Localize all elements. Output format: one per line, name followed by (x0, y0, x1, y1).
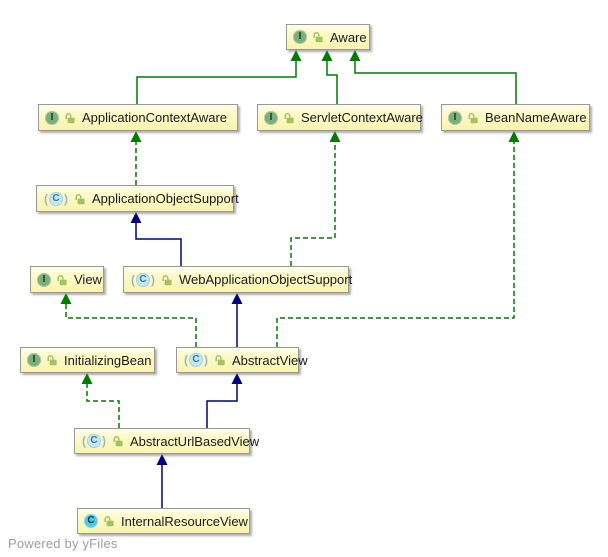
node-web-application-object-support[interactable]: (C) WebApplicationObjectSupport (123, 266, 353, 293)
open-lock-icon (57, 274, 67, 285)
arrowhead-aware (349, 50, 361, 61)
node-abstract-url-based-view[interactable]: (C) AbstractUrlBasedView (74, 428, 259, 454)
node-label: AbstractUrlBasedView (130, 433, 260, 449)
node-label: ApplicationContextAware (82, 110, 228, 125)
interface-icon: I (293, 30, 307, 44)
edge-web-application-object-support-to-application-object-support[interactable] (135, 222, 182, 266)
arrowhead-view (60, 293, 72, 304)
interface-icon: I (45, 110, 59, 125)
arrowhead-bean-name-aware (508, 131, 520, 142)
abstract-class-letter: C (87, 434, 101, 448)
arrowhead-aware (290, 50, 302, 61)
node-label: Aware (330, 29, 367, 45)
abstract-class-icon: (C) (81, 434, 107, 448)
arrowhead-application-object-support (130, 212, 142, 223)
arrowhead-web-application-object-support (231, 293, 243, 304)
abstract-class-letter: C (49, 191, 63, 206)
node-label: InitializingBean (64, 352, 152, 368)
paren-close: ) (151, 272, 155, 287)
abstract-class-icon: (C) (183, 353, 209, 367)
node-aware[interactable]: I Aware (286, 24, 370, 50)
abstract-class-icon: (C) (130, 272, 156, 287)
edge-abstract-url-based-view-to-abstract-view[interactable] (206, 383, 238, 428)
arrowhead-abstract-view (231, 373, 243, 384)
open-lock-icon (104, 516, 114, 527)
open-lock-icon (215, 355, 225, 366)
arrowhead-abstract-url-based-view (156, 454, 168, 465)
node-servlet-context-aware[interactable]: I ServletContextAware (257, 104, 423, 131)
node-label: BeanNameAware (485, 110, 587, 125)
paren-close: ) (102, 434, 106, 448)
node-bean-name-aware[interactable]: I BeanNameAware (441, 104, 590, 131)
edge-web-application-object-support-to-servlet-context-aware[interactable] (290, 141, 336, 266)
interface-icon: I (264, 110, 278, 125)
open-lock-icon (47, 355, 57, 366)
edge-abstract-view-to-bean-name-aware[interactable] (276, 141, 515, 347)
open-lock-icon (75, 193, 85, 204)
class-icon: C (84, 514, 98, 528)
node-application-context-aware[interactable]: I ApplicationContextAware (38, 104, 238, 131)
interface-icon: I (27, 353, 41, 367)
node-label: WebApplicationObjectSupport (179, 272, 353, 287)
edge-abstract-view-to-view[interactable] (65, 303, 197, 347)
edge-abstract-url-based-view-to-initializing-bean[interactable] (86, 383, 120, 428)
node-label: InternalResourceView (121, 513, 248, 529)
paren-open: ( (82, 434, 86, 448)
abstract-class-letter: C (136, 272, 150, 287)
edge-servlet-context-aware-to-aware[interactable] (326, 60, 338, 104)
open-lock-icon (113, 436, 123, 447)
powered-by-label: Powered by yFiles (8, 536, 118, 551)
paren-close: ) (64, 191, 68, 206)
arrowhead-aware (321, 50, 333, 61)
node-label: ApplicationObjectSupport (92, 191, 239, 206)
node-label: ServletContextAware (301, 110, 423, 125)
abstract-class-icon: (C) (43, 191, 69, 206)
open-lock-icon (468, 112, 478, 123)
interface-icon: I (37, 272, 51, 287)
open-lock-icon (313, 32, 323, 43)
node-label: AbstractView (232, 352, 308, 368)
node-application-object-support[interactable]: (C) ApplicationObjectSupport (36, 185, 239, 212)
abstract-class-letter: C (189, 353, 203, 367)
open-lock-icon (284, 112, 294, 123)
paren-close: ) (204, 353, 208, 367)
node-view[interactable]: I View (30, 266, 104, 293)
node-internal-resource-view[interactable]: C InternalResourceView (77, 508, 250, 534)
paren-open: ( (131, 272, 135, 287)
edge-application-context-aware-to-aware[interactable] (136, 60, 297, 104)
open-lock-icon (65, 112, 75, 123)
arrowhead-initializing-bean (81, 373, 93, 384)
paren-open: ( (44, 191, 48, 206)
edge-bean-name-aware-to-aware[interactable] (354, 60, 517, 104)
interface-icon: I (448, 110, 462, 125)
paren-open: ( (184, 353, 188, 367)
node-initializing-bean[interactable]: I InitializingBean (20, 347, 155, 373)
node-abstract-view[interactable]: (C) AbstractView (176, 347, 308, 373)
arrowhead-application-context-aware (130, 131, 142, 142)
arrowhead-servlet-context-aware (329, 131, 341, 142)
open-lock-icon (162, 274, 172, 285)
node-label: View (74, 272, 102, 287)
